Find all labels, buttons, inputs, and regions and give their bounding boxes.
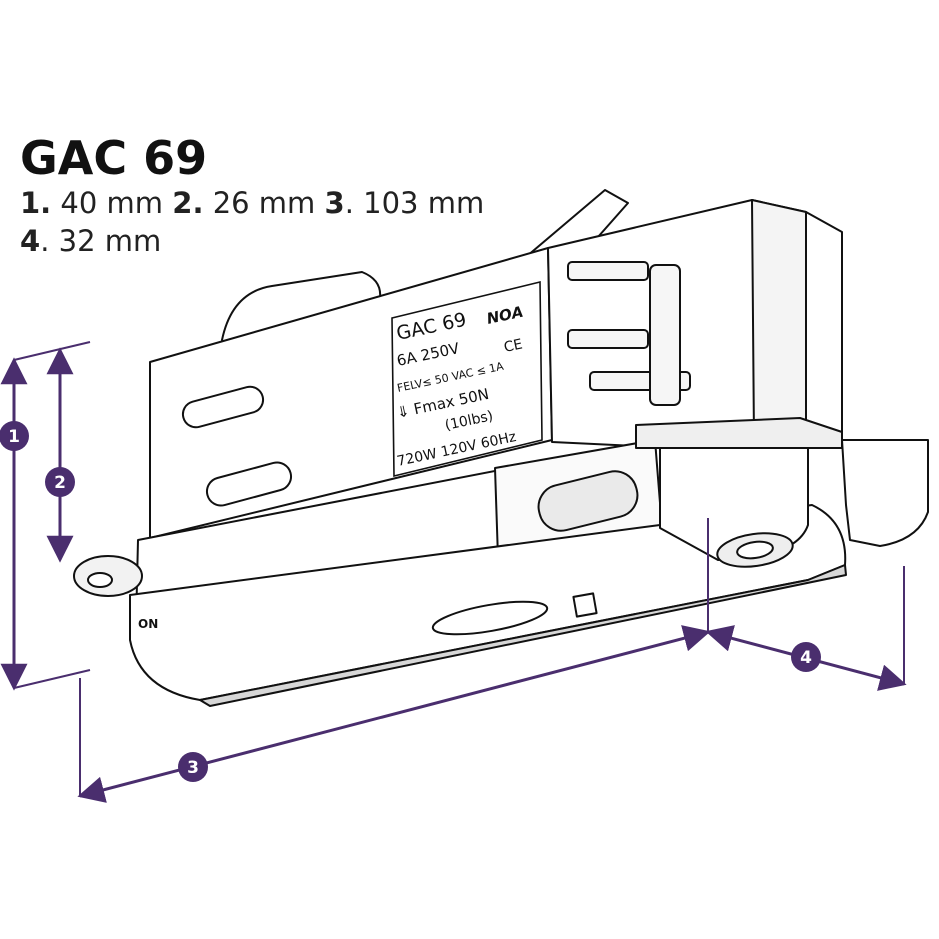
- dimension-2-number: 2.: [172, 186, 204, 220]
- adjust-dial: [537, 470, 639, 532]
- top-rail: [635, 417, 843, 449]
- dimension-3-number: 3: [324, 186, 345, 220]
- right-housing-face: [751, 199, 807, 441]
- dimension-1-value: 40 mm: [60, 186, 164, 220]
- dimension-4-value: . 32 mm: [40, 224, 162, 258]
- dimension-2-value: 26 mm: [212, 186, 316, 220]
- svg-text:3: 3: [187, 758, 199, 778]
- slot-upper: [181, 385, 265, 429]
- dimension-1-number: 1.: [20, 186, 52, 220]
- svg-text:1: 1: [8, 427, 20, 447]
- switch-label: ON: [138, 617, 158, 631]
- dimension-list-line-2: 4. 32 mm: [20, 224, 161, 258]
- dimension-4-number: 4: [20, 224, 41, 258]
- label-marks: CE: [503, 336, 525, 356]
- dimension-list-line-1: 1. 40 mm 2. 26 mm 3. 103 mm: [20, 186, 484, 220]
- end-cap: [841, 439, 929, 547]
- dimension-3-value: . 103 mm: [344, 186, 485, 220]
- marker-4: 4: [791, 642, 821, 672]
- svg-text:4: 4: [800, 648, 812, 668]
- marker-2: 2: [45, 467, 75, 497]
- marker-3: 3: [178, 752, 208, 782]
- svg-text:2: 2: [54, 473, 66, 493]
- contact-slots: [567, 261, 691, 406]
- product-title: GAC 69: [20, 131, 208, 185]
- slot-lower: [205, 461, 293, 507]
- marker-1: 1: [0, 421, 29, 451]
